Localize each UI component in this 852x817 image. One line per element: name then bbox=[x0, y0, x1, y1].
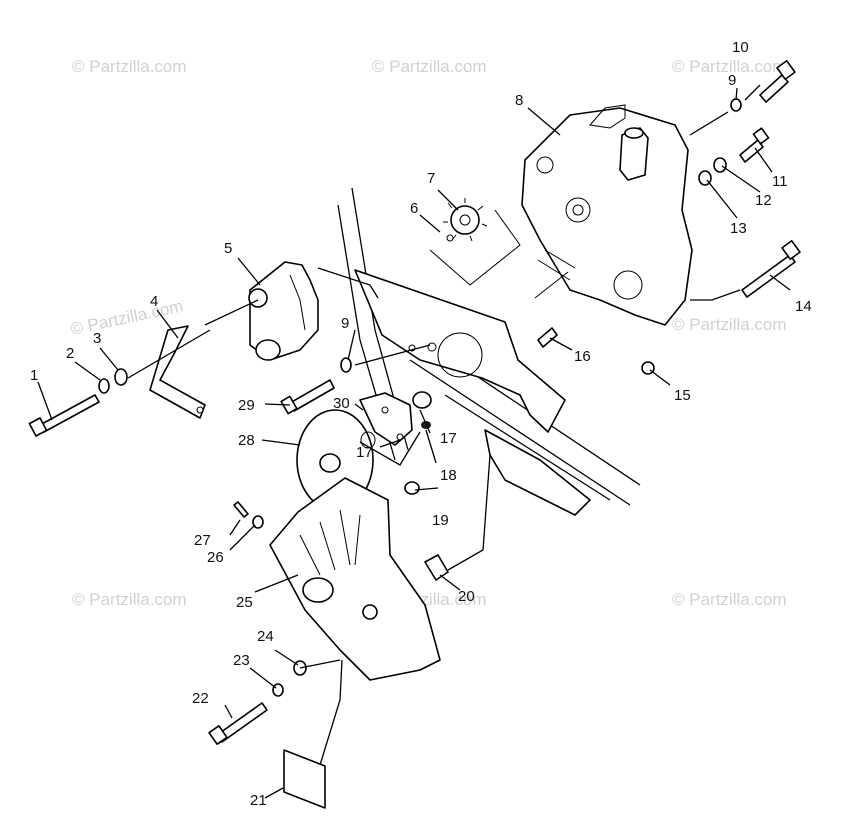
callout-2: 2 bbox=[66, 345, 74, 362]
callout-6: 6 bbox=[410, 200, 418, 217]
callout-20: 20 bbox=[458, 588, 475, 605]
plate-hole bbox=[437, 332, 483, 378]
callout-24: 24 bbox=[257, 628, 274, 645]
gearcase-boss bbox=[565, 197, 591, 223]
gearcase-port bbox=[536, 156, 554, 174]
adjuster-bracket bbox=[149, 325, 206, 419]
gearcase-filler-neck bbox=[619, 127, 649, 181]
callout-23: 23 bbox=[233, 652, 250, 669]
bolt bbox=[28, 394, 100, 437]
drive-sprocket bbox=[443, 198, 488, 242]
washer bbox=[114, 368, 128, 386]
chain-tensioner bbox=[248, 261, 319, 361]
washer bbox=[252, 515, 264, 529]
callout-16: 16 bbox=[574, 348, 591, 365]
washer bbox=[272, 683, 284, 697]
watermark: © Partzilla.com bbox=[672, 57, 787, 76]
gearcase-boss-hole bbox=[572, 204, 584, 216]
washer bbox=[713, 157, 727, 173]
callout-12: 12 bbox=[755, 192, 772, 209]
watermark: © Partzilla.com bbox=[72, 57, 187, 76]
plate-hole bbox=[427, 342, 437, 352]
gearcase-lug bbox=[589, 104, 626, 129]
cover-ribs bbox=[299, 509, 361, 576]
callout-7: 7 bbox=[427, 170, 435, 187]
cover-boss bbox=[302, 577, 334, 603]
filler-opening bbox=[624, 127, 644, 139]
callout-10: 10 bbox=[732, 39, 749, 56]
nut bbox=[404, 481, 420, 495]
callout-9: 9 bbox=[341, 315, 349, 332]
callout-3: 3 bbox=[93, 330, 101, 347]
bolt bbox=[739, 127, 770, 163]
cover-bolt-hole bbox=[362, 604, 378, 620]
callout-labels: 1 2 3 4 5 6 7 8 9 9 10 11 12 13 14 15 16… bbox=[30, 39, 812, 809]
callout-25: 25 bbox=[236, 594, 253, 611]
bolt bbox=[759, 60, 796, 103]
watermark: © Partzilla.com bbox=[372, 57, 487, 76]
callout-11: 11 bbox=[772, 173, 788, 190]
lower-bracket bbox=[484, 429, 591, 516]
callout-28: 28 bbox=[238, 432, 255, 449]
callout-1: 1 bbox=[30, 367, 38, 384]
chaincase-cover bbox=[269, 477, 441, 681]
leader-lines bbox=[37, 84, 791, 799]
callout-27: 27 bbox=[194, 532, 211, 549]
gearcase-bearing bbox=[613, 270, 643, 300]
gearcase-housing bbox=[521, 107, 693, 326]
spacer-hole bbox=[381, 406, 389, 414]
plate-hole bbox=[408, 344, 416, 352]
sprocket-key bbox=[446, 234, 454, 242]
bolt bbox=[537, 327, 558, 348]
callout-4: 4 bbox=[150, 293, 158, 310]
callout-13: 13 bbox=[730, 220, 747, 237]
callout-15: 15 bbox=[674, 387, 691, 404]
sprocket-leader-box bbox=[429, 209, 521, 286]
watermark: © Partzilla.com bbox=[672, 315, 787, 334]
callout-14: 14 bbox=[795, 298, 812, 315]
screw bbox=[233, 501, 249, 518]
watermark: © Partzilla.com bbox=[672, 590, 787, 609]
washer bbox=[730, 98, 742, 112]
decal bbox=[283, 749, 326, 809]
callout-30: 30 bbox=[333, 395, 350, 412]
callout-5: 5 bbox=[224, 240, 232, 257]
gearcase-stud bbox=[534, 271, 569, 299]
callout-22: 22 bbox=[192, 690, 209, 707]
bearing bbox=[412, 391, 432, 409]
washer bbox=[98, 378, 110, 394]
callout-26: 26 bbox=[207, 549, 224, 566]
washer bbox=[340, 357, 352, 373]
bracket-hole bbox=[196, 406, 204, 414]
callout-19: 19 bbox=[432, 512, 449, 529]
callout-8: 8 bbox=[515, 92, 523, 109]
bolt bbox=[208, 702, 268, 745]
callout-17: 17 bbox=[440, 430, 457, 447]
callout-17: 17 bbox=[356, 444, 373, 461]
bolt bbox=[741, 240, 801, 298]
bolt bbox=[280, 379, 335, 415]
callout-18: 18 bbox=[440, 467, 457, 484]
spacer-bushing bbox=[424, 554, 449, 581]
callout-9: 9 bbox=[728, 72, 736, 89]
callout-21: 21 bbox=[250, 792, 267, 809]
gearcase-shaft bbox=[537, 249, 576, 281]
chain-spacer bbox=[359, 392, 413, 446]
watermark: © Partzilla.com bbox=[72, 590, 187, 609]
callout-29: 29 bbox=[238, 397, 255, 414]
